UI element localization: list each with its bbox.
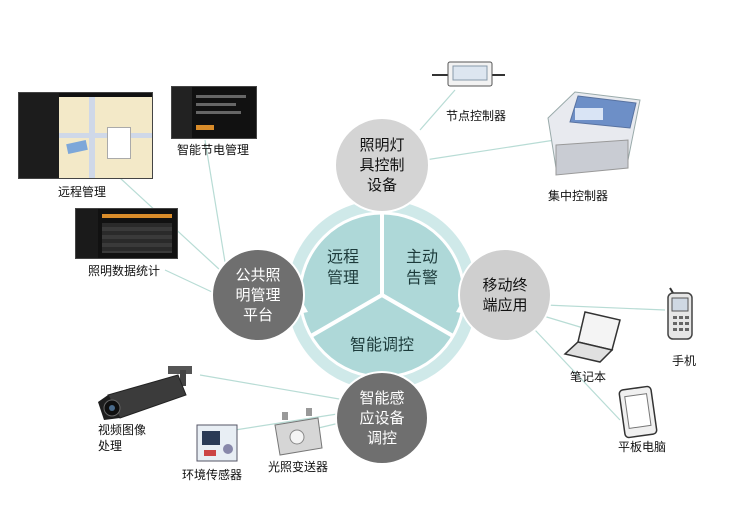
line-phone [544, 304, 666, 311]
label-video-line1: 视频图像 [98, 423, 147, 437]
segment-alarm-line2: 告警 [405, 268, 438, 287]
segment-alarm-line1: 主动 [405, 247, 438, 266]
line-stats [164, 269, 213, 293]
stats-screenshot [75, 208, 178, 259]
line-env-sensor [234, 411, 351, 431]
circle-lighting [334, 117, 430, 213]
label-tablet: 平板电脑 [618, 440, 667, 454]
circle-platform [211, 248, 305, 342]
satellite-lighting-text: 照明灯 具控制 设备 [348, 135, 416, 195]
segment-alarm: 主动 告警 [397, 246, 447, 288]
line-node-controller [419, 89, 456, 131]
mobile-line1: 移动终 [482, 276, 528, 294]
circle-mobile [458, 248, 552, 342]
platform-line2: 明管理 [235, 286, 281, 304]
sensing-line3: 调控 [366, 429, 397, 447]
line-central-controller [424, 139, 556, 161]
laptop-icon [563, 311, 621, 363]
mobile-line2: 端应用 [482, 296, 528, 314]
remote-mgmt-screenshot [18, 92, 153, 179]
sensing-line2: 应设备 [359, 409, 405, 427]
satellite-mobile-text: 移动终 端应用 [472, 275, 538, 315]
segment-remote-line2: 管理 [326, 268, 359, 287]
label-stats: 照明数据统计 [88, 264, 161, 278]
segment-remote: 远程 管理 [318, 246, 368, 288]
circle-sensing [335, 371, 429, 465]
camera-icon [98, 366, 192, 420]
energy-mgmt-screenshot [171, 86, 257, 139]
central-controller-icon [547, 91, 641, 176]
line-video [199, 374, 346, 401]
label-laptop: 笔记本 [570, 370, 607, 384]
lighting-line3: 设备 [366, 176, 397, 194]
segment-control-line1: 智能调控 [349, 335, 414, 354]
env-sensor-icon [196, 424, 238, 462]
segment-control: 智能调控 [337, 334, 427, 355]
platform-line3: 平台 [242, 306, 273, 324]
phone-icon [667, 287, 693, 340]
label-video-line2: 处理 [98, 439, 123, 453]
label-phone: 手机 [672, 354, 697, 368]
label-light-transmitter: 光照变送器 [268, 460, 329, 474]
sensing-line1: 智能感 [359, 389, 405, 407]
label-energy-mgmt: 智能节电管理 [177, 143, 250, 157]
tablet-icon [618, 385, 658, 439]
lighting-line1: 照明灯 [359, 136, 405, 154]
line-tablet [534, 329, 621, 421]
line-energy-mgmt [204, 139, 226, 263]
divider-right [380, 293, 455, 338]
light-transmitter-icon [274, 408, 323, 456]
hub-dividers [309, 213, 455, 338]
shot-map [59, 97, 152, 178]
lighting-line2: 具控制 [359, 156, 405, 174]
shot-sidebar [19, 93, 59, 178]
node-controller-icon [432, 61, 505, 87]
label-node-controller: 节点控制器 [446, 109, 507, 123]
divider-left [309, 293, 384, 338]
platform-line1: 公共照 [235, 266, 281, 284]
label-video: 视频图像 处理 [98, 422, 146, 454]
label-remote-mgmt: 远程管理 [58, 185, 107, 199]
label-env-sensor: 环境传感器 [182, 468, 243, 482]
segment-remote-line1: 远程 [326, 247, 359, 266]
label-central-controller: 集中控制器 [548, 189, 609, 203]
satellite-platform-text: 公共照 明管理 平台 [224, 265, 292, 325]
satellite-sensing-text: 智能感 应设备 调控 [348, 388, 416, 448]
